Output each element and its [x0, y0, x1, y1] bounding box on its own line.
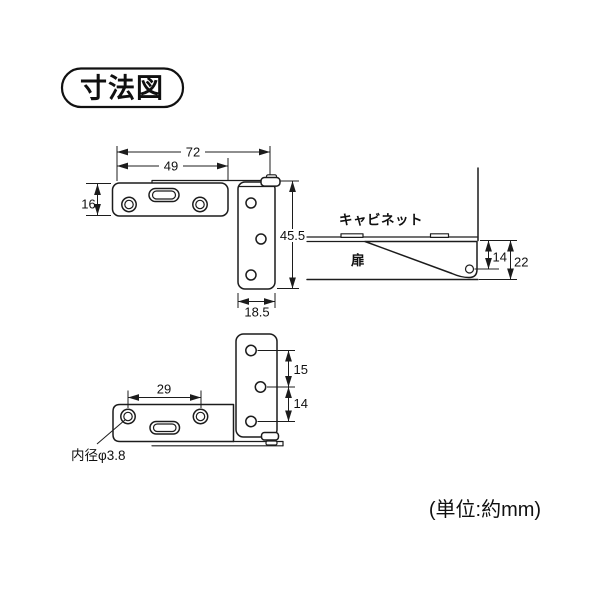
mounting-hole: [123, 411, 133, 422]
dim-plate-height-label: 16: [81, 197, 95, 212]
mounting-hole: [121, 196, 137, 213]
mounting-holes-horizontal: [120, 408, 209, 435]
pivot-pin: [464, 264, 475, 274]
hole-diameter-note: 内径φ3.8: [71, 448, 126, 463]
dim-total-width-label: 72: [186, 145, 200, 160]
slot-hole: [151, 190, 177, 200]
dim-pin-height-label: 14: [493, 250, 507, 265]
mounting-hole: [245, 344, 257, 357]
dim-leaf-length-label: 45.5: [280, 228, 305, 243]
title-pill-outline: [60, 67, 185, 109]
back-view: 29 15 14 内径φ3.8: [71, 333, 308, 463]
hinge-body-profile: [364, 240, 478, 279]
hinge-knuckle: [260, 176, 281, 187]
mounting-hole: [245, 415, 257, 428]
dim-hole-gap-upper-label: 15: [294, 362, 308, 377]
mounting-hole: [255, 233, 267, 245]
slot-hole: [149, 420, 181, 435]
mounting-hole: [192, 408, 209, 425]
unit-note: (単位:約mm): [429, 498, 541, 521]
leaf-tab: [340, 233, 364, 239]
dim-leaf-width-label: 18.5: [244, 305, 269, 320]
mounting-hole: [195, 411, 206, 422]
mounting-hole: [195, 199, 205, 210]
dim-hole-gap-lower-label: 14: [294, 396, 308, 411]
page-title: 寸法図: [80, 74, 164, 104]
side-view: キャビネット 扉 14 22: [306, 167, 528, 281]
mounting-holes-vertical: [245, 344, 267, 428]
dim-hole-span-label: 49: [164, 159, 178, 174]
hinge-knuckle: [260, 431, 280, 441]
mounting-hole: [245, 197, 257, 209]
mounting-hole: [120, 408, 136, 425]
mounting-hole: [254, 381, 267, 393]
front-view: 72 49 16 45.5 18.5: [81, 145, 308, 320]
hinge-pin-cap: [265, 440, 278, 446]
slot-hole: [148, 187, 180, 203]
dim-hole-span-label: 29: [157, 382, 171, 397]
mounting-hole: [124, 199, 134, 210]
leaf-tab: [429, 233, 450, 239]
slot-hole: [152, 423, 177, 433]
vertical-leaf: [235, 333, 278, 438]
leaf-lip-edge: [151, 179, 262, 184]
mounting-hole: [245, 269, 257, 281]
title-badge: 寸法図: [60, 67, 185, 109]
dim-total-thickness-label: 22: [514, 255, 528, 270]
mounting-holes-vertical: [245, 197, 267, 281]
mounting-holes-horizontal: [121, 187, 208, 213]
cabinet-label: キャビネット: [339, 213, 423, 228]
leader-line: [96, 419, 126, 445]
door-label: 扉: [351, 252, 365, 268]
mounting-hole: [192, 196, 208, 213]
